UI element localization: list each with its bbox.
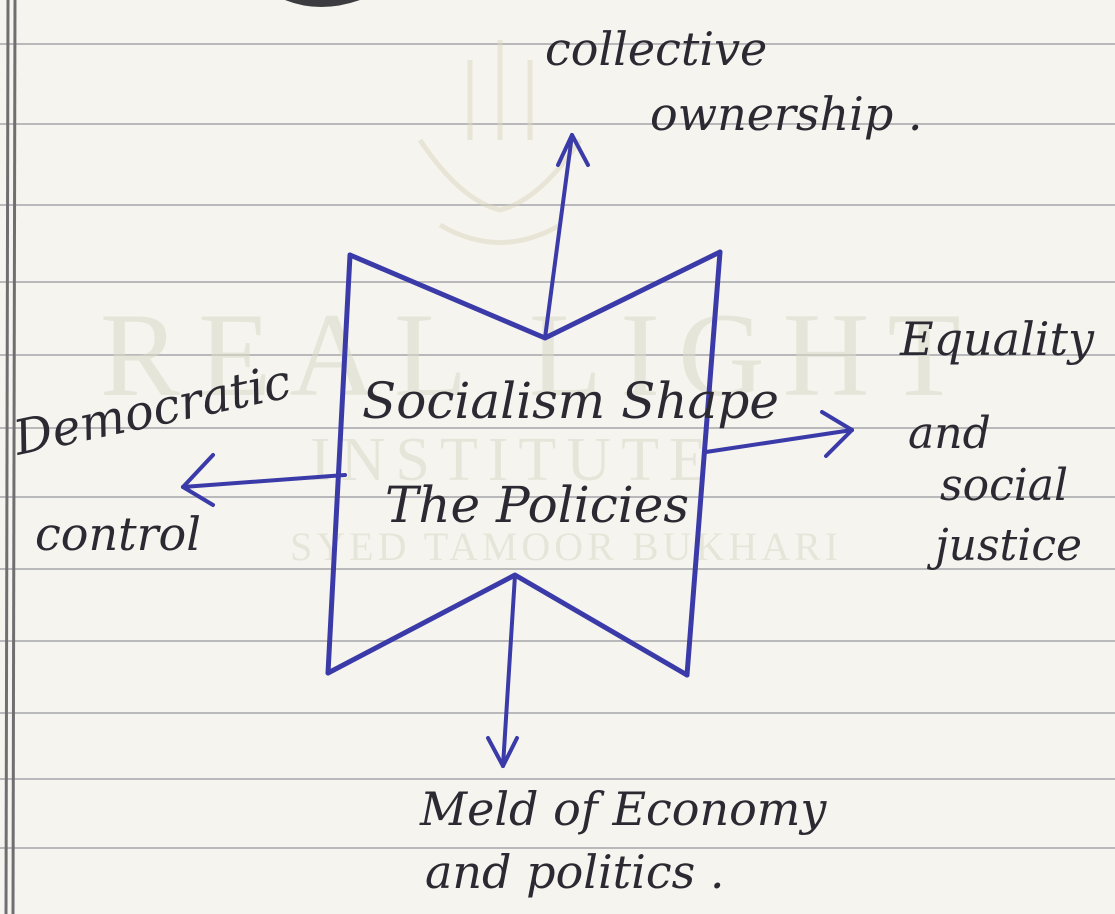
label-right-line1: Equality [899,312,1095,366]
ruled-lines [0,43,1115,849]
watermark: REAL LIGHT INSTITUTE SYED TAMOOR BUKHARI [100,40,979,569]
shape-left-edge [325,252,353,676]
arrow-down-shaft [501,573,517,768]
arrow-right-head [820,410,854,458]
watermark-subtitle: INSTITUTE [310,426,717,494]
label-right: Equality and social justice [899,312,1095,571]
arrow-down-head [486,736,519,768]
arrows [181,133,854,768]
arrow-left-head [181,453,215,507]
label-right-line4: justice [926,520,1082,571]
shape-bottom-edge [325,572,690,678]
arrow-up-shaft [543,133,574,340]
label-top: collective ownership . [545,22,923,141]
arrow-up-head [556,133,590,167]
label-bottom-line1: Meld of Economy [419,782,827,836]
central-label-line2: The Policies [385,476,689,534]
label-right-line2: and [908,408,991,459]
label-left: Democratic control [8,353,296,561]
label-bottom-line2: and politics . [425,845,725,899]
watermark-author: SYED TAMOOR BUKHARI [290,524,842,569]
label-top-line2: ownership . [650,87,923,141]
central-label: Socialism Shape The Policies [362,372,779,534]
shape-right-edge [684,249,723,678]
label-bottom: Meld of Economy and politics . [419,782,827,899]
label-right-line3: social [940,460,1068,511]
arrow-left-shaft [181,473,347,489]
central-label-line1: Socialism Shape [362,372,779,430]
label-left-line2: control [35,507,201,561]
margin-line [4,0,17,914]
ink-smudge [285,0,360,7]
label-top-line1: collective [545,22,767,76]
arrow-right-shaft [704,428,854,454]
watermark-title: REAL LIGHT [100,288,979,421]
watermark-emblem [417,40,583,245]
